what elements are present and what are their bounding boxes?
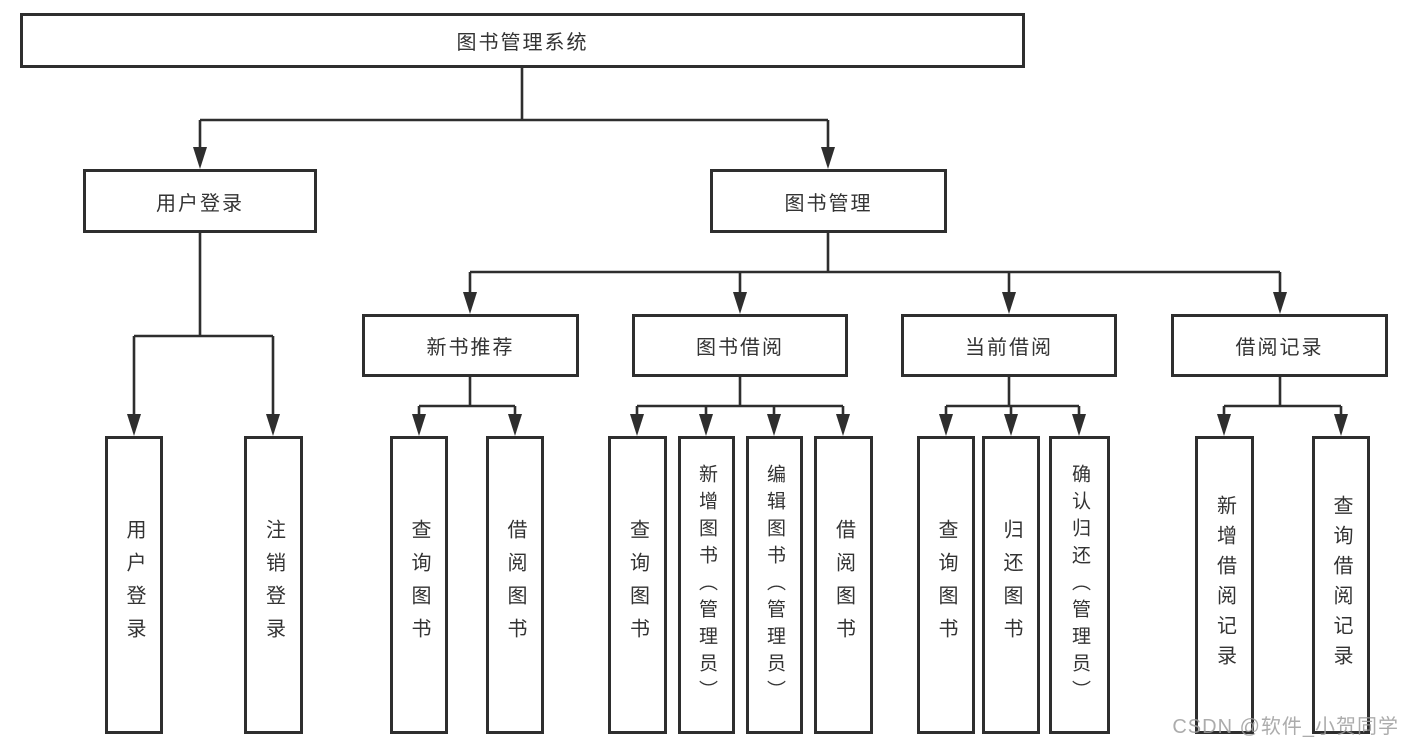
leaf-add-borrow-record: 新增借阅记录 — [1195, 436, 1254, 734]
node-new-book-recommend: 新书推荐 — [362, 314, 579, 377]
leaf-label: 新增借阅记录 — [1213, 495, 1236, 675]
leaf-label: 查询图书 — [935, 519, 957, 651]
leaf-logout: 注销登录 — [244, 436, 303, 734]
leaf-return-books: 归还图书 — [982, 436, 1040, 734]
node-user-login: 用户登录 — [83, 169, 317, 233]
leaf-user-login: 用户登录 — [105, 436, 163, 734]
leaf-add-books-admin: 新增图书（管理员） — [678, 436, 735, 734]
leaf-query-books-2: 查询图书 — [608, 436, 667, 734]
leaf-query-books-1: 查询图书 — [390, 436, 448, 734]
leaf-label: 编辑图书（管理员） — [764, 463, 785, 707]
node-root-system: 图书管理系统 — [20, 13, 1025, 68]
leaf-label: 用户登录 — [123, 519, 145, 651]
csdn-watermark: CSDN @软件_小贺同学 — [1172, 716, 1399, 738]
leaf-label: 注销登录 — [262, 519, 285, 651]
node-current-borrowing: 当前借阅 — [901, 314, 1117, 377]
leaf-label: 借阅图书 — [832, 519, 855, 651]
leaf-label: 查询图书 — [626, 519, 649, 651]
leaf-borrow-books-2: 借阅图书 — [814, 436, 873, 734]
leaf-query-borrow-record: 查询借阅记录 — [1312, 436, 1370, 734]
leaf-label: 借阅图书 — [504, 519, 526, 651]
leaf-label: 新增图书（管理员） — [696, 463, 717, 707]
node-borrowing-records: 借阅记录 — [1171, 314, 1388, 377]
leaf-query-books-3: 查询图书 — [917, 436, 975, 734]
leaf-edit-books-admin: 编辑图书（管理员） — [746, 436, 803, 734]
node-book-management: 图书管理 — [710, 169, 947, 233]
leaf-confirm-return-admin: 确认归还（管理员） — [1049, 436, 1110, 734]
leaf-borrow-books-1: 借阅图书 — [486, 436, 544, 734]
leaf-label: 归还图书 — [1000, 519, 1022, 651]
leaf-label: 确认归还（管理员） — [1069, 463, 1090, 707]
node-book-borrowing: 图书借阅 — [632, 314, 848, 377]
leaf-label: 查询图书 — [408, 519, 430, 651]
leaf-label: 查询借阅记录 — [1330, 495, 1352, 675]
